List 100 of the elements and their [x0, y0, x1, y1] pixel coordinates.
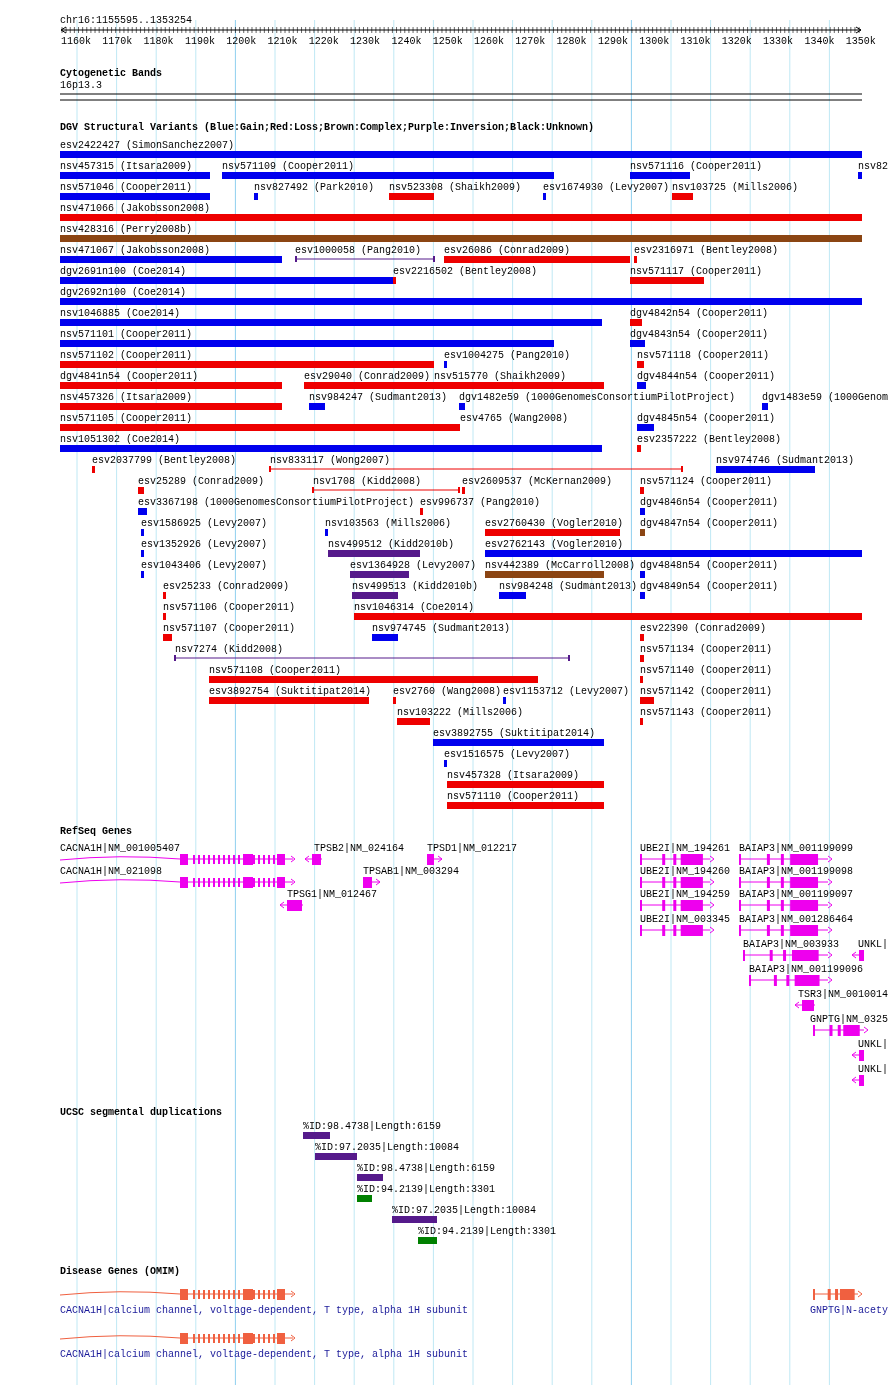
- variant-label: esv2422427 (SimonSanchez2007): [60, 140, 235, 151]
- axis-tick-label: 1260k: [474, 36, 504, 47]
- variant-label: dgv4841n54 (Cooper2011): [60, 371, 199, 382]
- variant-label: dgv4844n54 (Cooper2011): [637, 371, 776, 382]
- axis-tick-label: 1340k: [804, 36, 835, 47]
- variant-label: nsv571106 (Cooper2011): [163, 602, 296, 613]
- variant-label: nsv471066 (Jakobsson2008): [60, 203, 211, 214]
- gene-label: BAIAP3|NM_003933: [743, 939, 839, 950]
- duplication-label: %ID:94.2139|Length:3301: [418, 1226, 557, 1237]
- variant-label: esv22390 (Conrad2009): [640, 623, 767, 634]
- variant-label: esv25233 (Conrad2009): [163, 581, 290, 592]
- gene-label: UBE2I|NM_194260: [640, 866, 730, 877]
- variant-label: esv4765 (Wang2008): [460, 413, 569, 424]
- variant-label: nsv571142 (Cooper2011): [640, 686, 773, 697]
- variant-label: nsv103725 (Mills2006): [672, 182, 799, 193]
- variant-label: esv2316971 (Bentley2008): [634, 245, 779, 256]
- variant-label: nsv523308 (Shaikh2009): [389, 182, 522, 193]
- gene-label: CACNA1H|NM_001005407: [60, 843, 181, 854]
- variant-label: nsv442389 (McCarroll2008): [485, 560, 636, 571]
- gene-label: UNKL|: [858, 1064, 888, 1075]
- variant-label: esv3892755 (Suktitipat2014): [433, 728, 596, 739]
- variant-label: nsv984248 (Sudmant2013): [499, 581, 638, 592]
- variant-label: nsv571140 (Cooper2011): [640, 665, 773, 676]
- variant-label: nsv1046885 (Coe2014): [60, 308, 181, 319]
- variant-label: nsv571118 (Cooper2011): [637, 350, 770, 361]
- variant-label: nsv1051302 (Coe2014): [60, 434, 181, 445]
- variant-label: dgv1483e59 (1000Genom: [762, 392, 889, 403]
- axis-tick-label: 1170k: [102, 36, 133, 47]
- variant-label: nsv499512 (Kidd2010b): [328, 539, 455, 550]
- cytoband-label: 16p13.3: [60, 80, 102, 91]
- axis-tick-label: 1190k: [184, 36, 215, 47]
- disease-gene-label: CACNA1H|calcium channel, voltage-dependent, T type, alpha 1H subunit: [60, 1305, 469, 1316]
- gene-label: UBE2I|NM_194259: [640, 889, 730, 900]
- variant-label: nsv571105 (Cooper2011): [60, 413, 193, 424]
- axis-tick-label: 1330k: [763, 36, 794, 47]
- variant-label: esv25289 (Conrad2009): [138, 476, 265, 487]
- variant-label: esv1586925 (Levy2007): [141, 518, 268, 529]
- duplication-label: %ID:97.2035|Length:10084: [392, 1205, 537, 1216]
- gene-label: UNKL|: [858, 939, 888, 950]
- variant-label: nsv515770 (Shaikh2009): [434, 371, 567, 382]
- variant-label: nsv571116 (Cooper2011): [630, 161, 763, 172]
- variant-label: dgv4847n54 (Cooper2011): [640, 518, 779, 529]
- variant-label: dgv4846n54 (Cooper2011): [640, 497, 779, 508]
- variant-label: nsv571143 (Cooper2011): [640, 707, 773, 718]
- variant-label: nsv827492 (Park2010): [254, 182, 375, 193]
- variant-label: dgv4848n54 (Cooper2011): [640, 560, 779, 571]
- variant-label: nsv457328 (Itsara2009): [447, 770, 580, 781]
- axis-tick-label: 1310k: [680, 36, 711, 47]
- variant-label: esv1516575 (Levy2007): [444, 749, 571, 760]
- variant-label: dgv2691n100 (Coe2014): [60, 266, 187, 277]
- variant-label: nsv571108 (Cooper2011): [209, 665, 342, 676]
- axis-tick-label: 1160k: [61, 36, 91, 47]
- variant-label: nsv103563 (Mills2006): [325, 518, 452, 529]
- gene-label: TPSD1|NM_012217: [427, 843, 517, 854]
- axis-tick-label: 1230k: [350, 36, 381, 47]
- variant-label: nsv571101 (Cooper2011): [60, 329, 193, 340]
- axis-tick-label: 1270k: [515, 36, 546, 47]
- variant-label: nsv571107 (Cooper2011): [163, 623, 296, 634]
- variant-label: nsv833117 (Wong2007): [270, 455, 391, 466]
- axis-tick-label: 1280k: [556, 36, 587, 47]
- duplication-label: %ID:97.2035|Length:10084: [315, 1142, 460, 1153]
- variant-label: nsv471067 (Jakobsson2008): [60, 245, 211, 256]
- track-title: RefSeq Genes: [60, 826, 132, 837]
- variant-label: esv2762143 (Vogler2010): [485, 539, 624, 550]
- variant-label: nsv82: [858, 161, 888, 172]
- variant-label: esv1000058 (Pang2010): [295, 245, 422, 256]
- track-title: DGV Structural Variants (Blue:Gain;Red:Loss;Brown:Complex;Purple:Inversion;Black:Unknown): [60, 122, 595, 133]
- axis-tick-label: 1290k: [597, 36, 628, 47]
- variant-label: nsv428316 (Perry2008b): [60, 224, 193, 235]
- gene-label: UNKL|: [858, 1039, 888, 1050]
- variant-label: esv26086 (Conrad2009): [444, 245, 571, 256]
- variant-label: nsv571124 (Cooper2011): [640, 476, 773, 487]
- gene-label: TPSB2|NM_024164: [314, 843, 404, 854]
- gene-label: UBE2I|NM_003345: [640, 914, 730, 925]
- variant-label: esv1674930 (Levy2007): [543, 182, 670, 193]
- variant-label: dgv4843n54 (Cooper2011): [630, 329, 769, 340]
- gene-label: BAIAP3|NM_001286464: [739, 914, 854, 925]
- variant-label: esv2037799 (Bentley2008): [92, 455, 237, 466]
- variant-label: nsv1046314 (Coe2014): [354, 602, 475, 613]
- track-title: Disease Genes (OMIM): [60, 1266, 181, 1277]
- variant-label: dgv2692n100 (Coe2014): [60, 287, 187, 298]
- variant-label: nsv7274 (Kidd2008): [175, 644, 284, 655]
- axis-tick-label: 1350k: [845, 36, 876, 47]
- gene-label: TPSAB1|NM_003294: [363, 866, 459, 877]
- duplication-label: %ID:98.4738|Length:6159: [303, 1121, 442, 1132]
- variant-label: dgv4845n54 (Cooper2011): [637, 413, 776, 424]
- gene-label: UBE2I|NM_194261: [640, 843, 730, 854]
- variant-label: nsv984247 (Sudmant2013): [309, 392, 448, 403]
- duplication-label: %ID:98.4738|Length:6159: [357, 1163, 496, 1174]
- axis-tick-label: 1220k: [308, 36, 339, 47]
- gene-label: BAIAP3|NM_001199097: [739, 889, 854, 900]
- variant-label: dgv4849n54 (Cooper2011): [640, 581, 779, 592]
- gene-label: CACNA1H|NM_021098: [60, 866, 163, 877]
- variant-label: esv3367198 (1000GenomesConsortiumPilotProject): [138, 497, 415, 508]
- axis-tick-label: 1210k: [267, 36, 298, 47]
- variant-label: esv1043406 (Levy2007): [141, 560, 268, 571]
- variant-label: esv1004275 (Pang2010): [444, 350, 571, 361]
- variant-label: nsv571102 (Cooper2011): [60, 350, 193, 361]
- variant-label: esv2216502 (Bentley2008): [393, 266, 538, 277]
- variant-label: nsv571109 (Cooper2011): [222, 161, 355, 172]
